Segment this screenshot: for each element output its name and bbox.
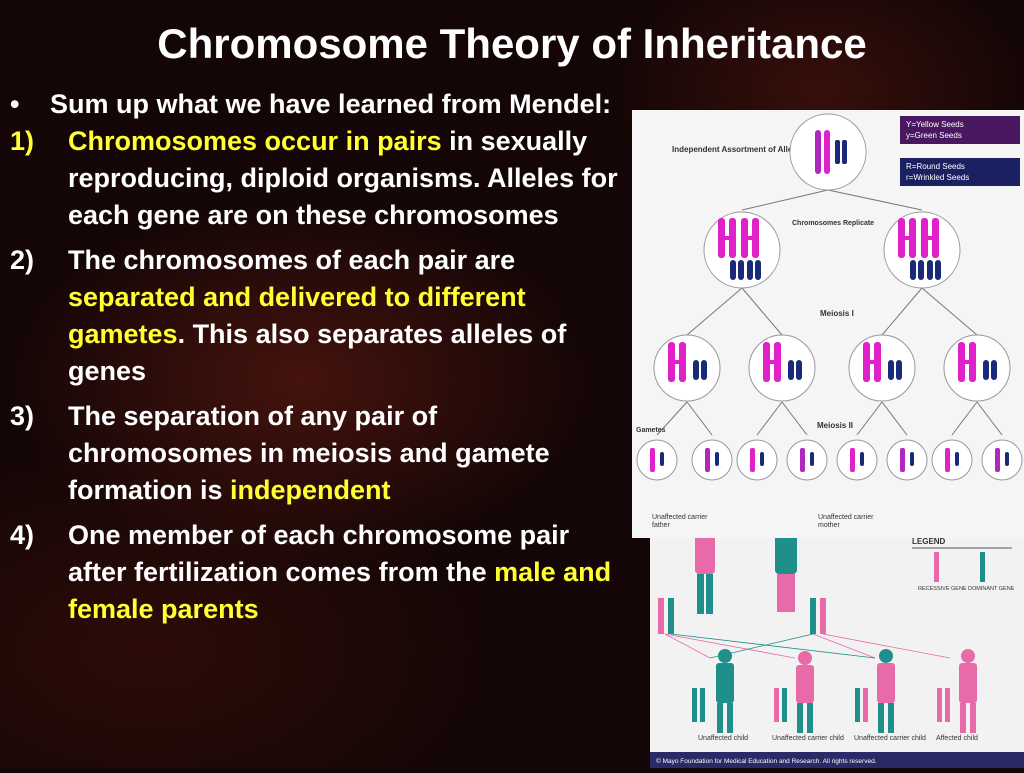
intro-text: Sum up what we have learned from Mendel: — [50, 89, 612, 119]
item-highlight: separated and delivered to different gam… — [68, 282, 526, 349]
item-highlight: Chromosomes occur in pairs — [68, 126, 442, 156]
list-item-3: 3) The separation of any pair of chromos… — [10, 398, 625, 509]
legend-wrinkled: r=Wrinkled Seeds — [906, 173, 969, 182]
intro-bullet: • Sum up what we have learned from Mende… — [10, 86, 625, 123]
item-highlight: male and female parents — [68, 557, 612, 624]
list-item-1: 1) Chromosomes occur in pairs in sexuall… — [10, 123, 625, 234]
slide-title: Chromosome Theory of Inheritance — [157, 20, 867, 67]
list-item-2: 2) The chromosomes of each pair are sepa… — [10, 242, 625, 390]
legend-title: LEGEND — [912, 538, 946, 546]
item-number: 2) — [10, 245, 35, 275]
item-text: The separation of any pair of chromosome… — [68, 401, 550, 505]
item-text: in sexually reproducing, diploid organis… — [68, 126, 618, 230]
gametes-label: Gametes — [636, 427, 666, 434]
dominant-label: DOMINANT GENE — [968, 586, 1015, 592]
meiosis2-label: Meiosis II — [817, 421, 853, 430]
legend-yellow: Y=Yellow Seeds — [906, 120, 964, 129]
parent-labels: Unaffected carrier father Unaffected car… — [650, 512, 1024, 542]
item-text: . This also separates alleles of genes — [68, 319, 567, 386]
figure-heading: Independent Assortment of Alleles — [672, 145, 804, 154]
item-number: 3) — [10, 401, 35, 431]
legend-green: y=Green Seeds — [906, 131, 962, 140]
child-label-4: Affected child — [936, 735, 978, 742]
slide-body: • Sum up what we have learned from Mende… — [10, 86, 625, 628]
copyright-footer: © Mayo Foundation for Medical Education … — [656, 757, 877, 765]
item-highlight: independent — [230, 475, 391, 505]
father-label: Unaffected carrier father — [652, 514, 708, 529]
meiosis-diagram: Independent Assortment of Alleles Y=Yell… — [632, 110, 1024, 538]
replicate-label: Chromosomes Replicate — [792, 220, 874, 227]
list-item-4: 4) One member of each chromosome pair af… — [10, 517, 625, 628]
child-label-1: Unaffected child — [698, 735, 748, 742]
item-text: The chromosomes of each pair are — [68, 245, 516, 275]
recessive-label: RECESSIVE GENE — [918, 586, 967, 592]
child-label-3: Unaffected carrier child — [854, 735, 926, 742]
meiosis1-label: Meiosis I — [820, 309, 854, 318]
mother-figure — [775, 524, 797, 612]
legend-round: R=Round Seeds — [906, 162, 965, 171]
inheritance-diagram: LEGEND RECESSIVE GENE DOMINANT GENE — [650, 510, 1024, 768]
bullet-marker: • — [10, 89, 20, 119]
item-number: 4) — [10, 520, 35, 550]
father-figure — [695, 510, 715, 614]
item-number: 1) — [10, 126, 35, 156]
child-label-2: Unaffected carrier child — [772, 735, 844, 742]
mother-label: Unaffected carrier mother — [818, 514, 874, 529]
item-text: One member of each chromosome pair after… — [68, 520, 570, 587]
